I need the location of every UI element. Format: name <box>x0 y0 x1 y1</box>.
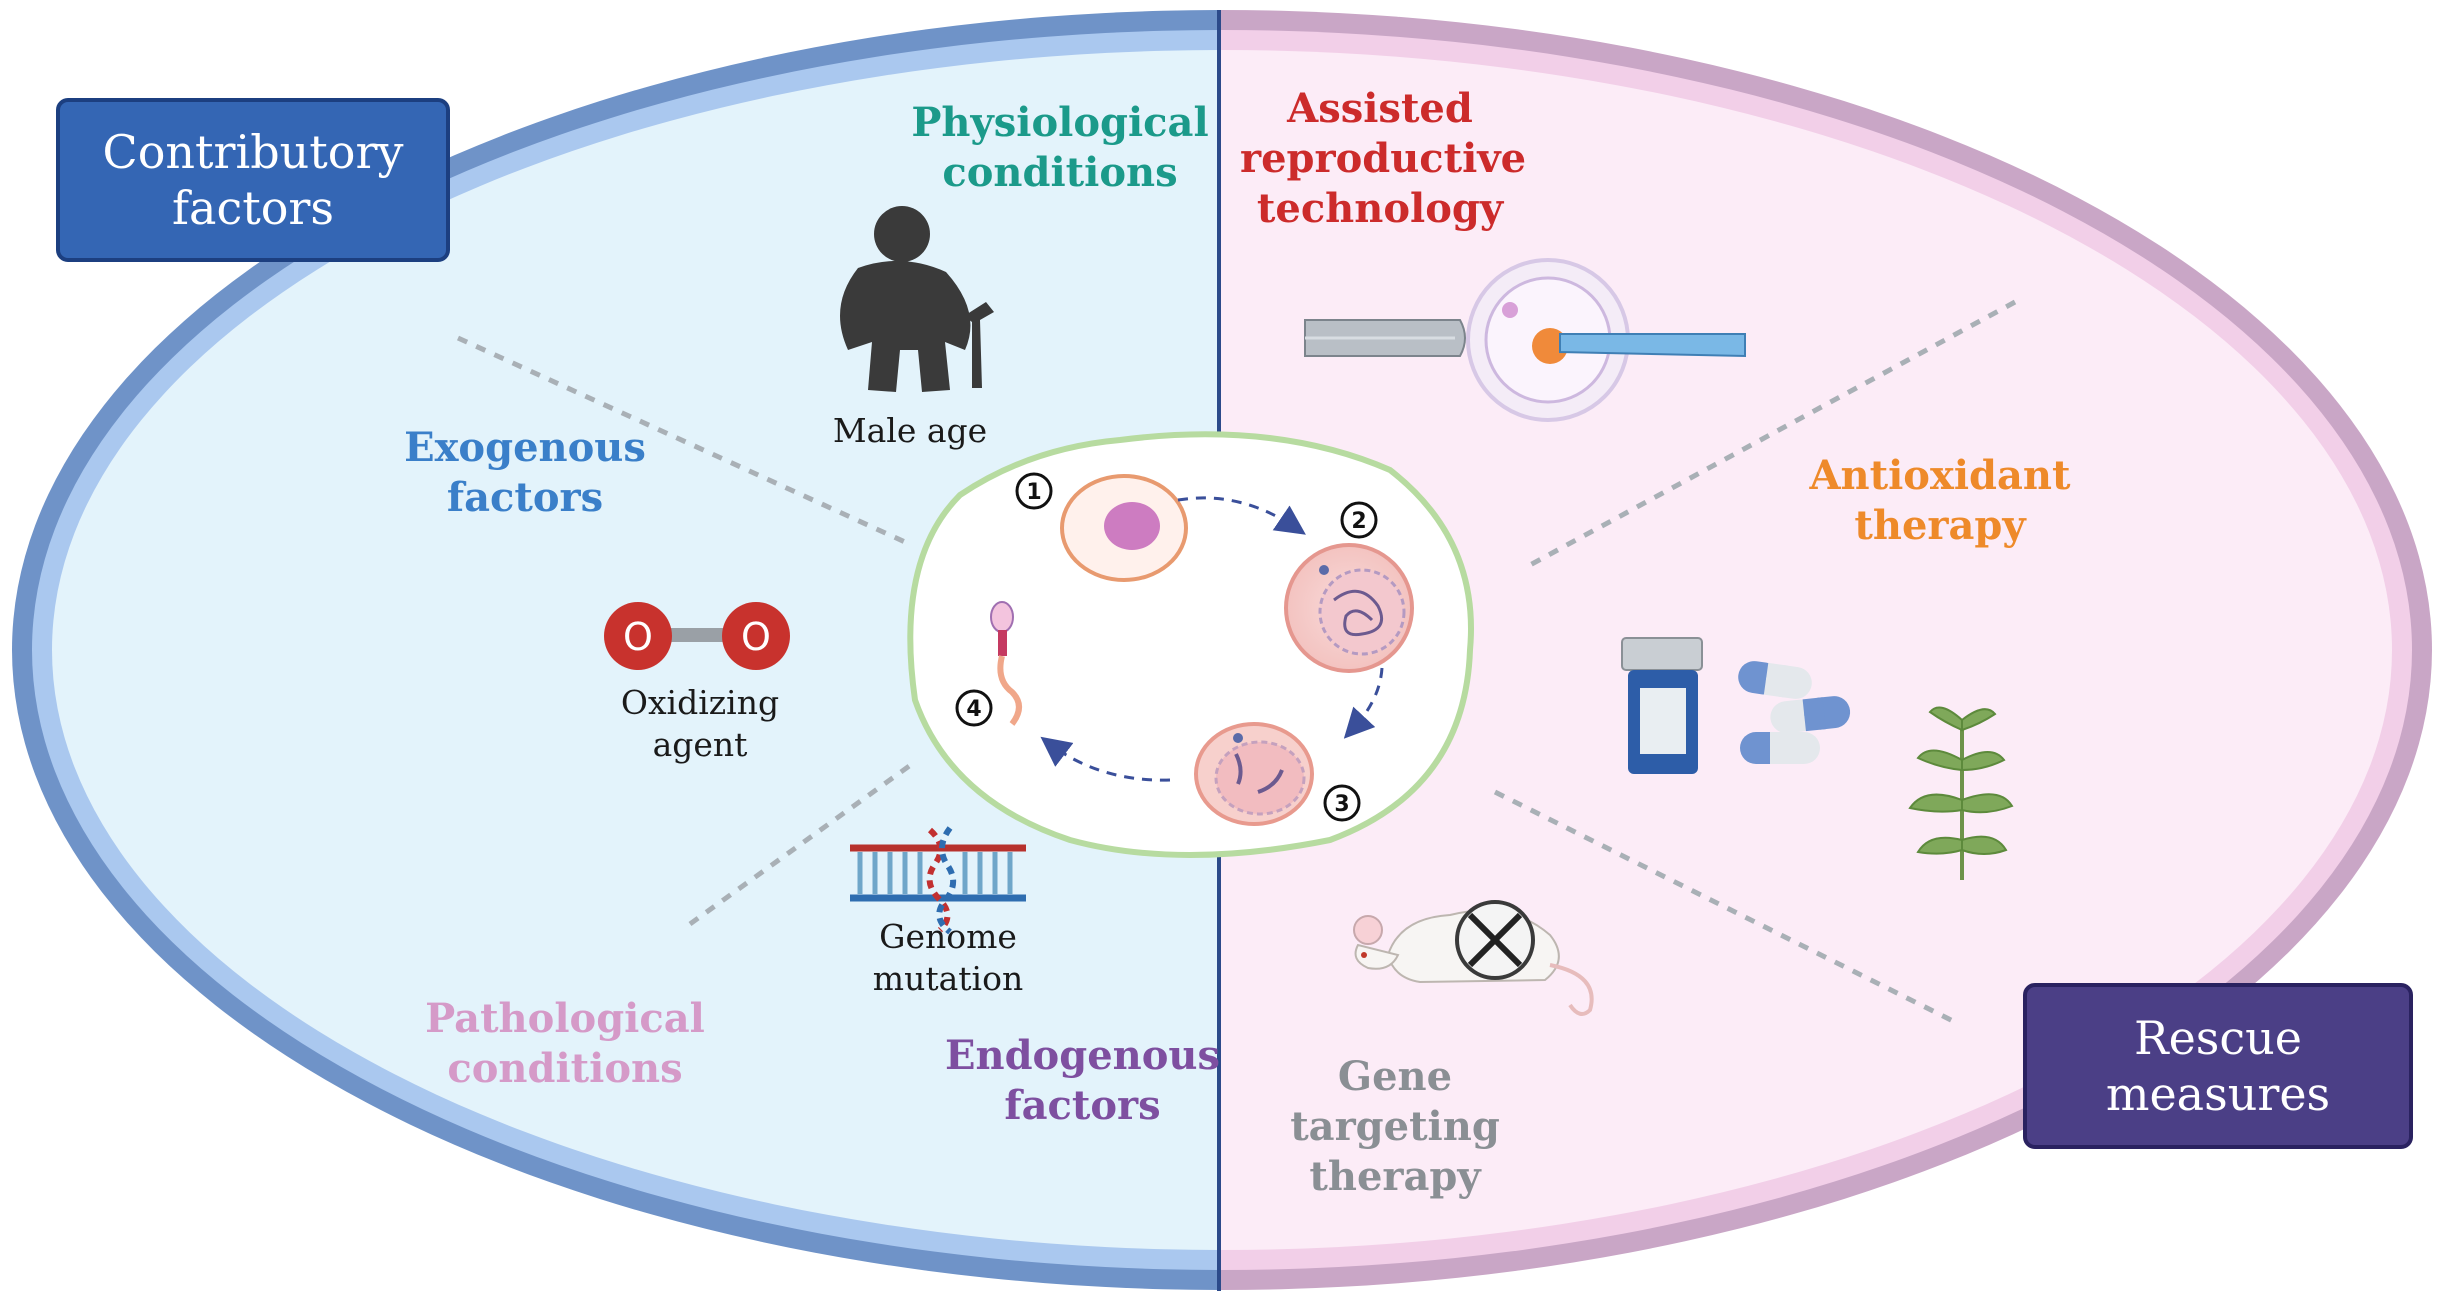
step-3-number: 3 <box>1334 792 1349 817</box>
assisted-reproductive-technology-label: Assisted reproductive technology <box>1240 84 1527 234</box>
pathological-conditions-label: Pathological conditions <box>400 994 730 1094</box>
art-line-2: reproductive <box>1240 135 1527 182</box>
physiological-line-1: Physiological <box>911 99 1209 146</box>
physiological-line-2: conditions <box>942 149 1178 196</box>
gene-line-2: targeting <box>1290 1103 1500 1150</box>
separator-lines <box>456 299 2017 1025</box>
genome-line-1: Genome <box>879 917 1017 956</box>
dna-mutation-icon <box>850 826 1026 935</box>
rescue-line-2: measures <box>2105 1067 2331 1121</box>
genome-mutation-label: Genome mutation <box>828 916 1068 1000</box>
gene-line-3: therapy <box>1309 1153 1481 1200</box>
oxygen-atom-left: O <box>623 615 653 659</box>
herb-plant-icon <box>1908 706 2014 880</box>
contributory-line-1: Contributory <box>102 125 404 179</box>
rescue-measures-box-bg <box>2023 983 2413 1149</box>
contributory-factors-box-bg <box>56 98 450 262</box>
male-age-text: Male age <box>832 411 988 450</box>
step-4-number: 4 <box>966 697 981 722</box>
step-2-number: 2 <box>1351 509 1366 534</box>
spermatogenesis-cycle: 1 2 3 4 <box>907 431 1474 858</box>
icsi-pipette-icon <box>1304 258 1746 422</box>
endogenous-line-1: Endogenous <box>945 1032 1220 1079</box>
art-line-1: Assisted <box>1287 85 1473 132</box>
art-line-3: technology <box>1256 185 1504 232</box>
exogenous-line-1: Exogenous <box>404 424 646 471</box>
medicine-bottle-icon <box>1621 637 1703 774</box>
oxidizing-line-1: Oxidizing <box>620 683 780 722</box>
rescue-line-1: Rescue <box>2133 1011 2303 1065</box>
oxygen-atom-right: O <box>741 615 771 659</box>
endogenous-factors-label: Endogenous factors <box>940 1031 1225 1131</box>
pathological-line-2: conditions <box>447 1045 683 1092</box>
gene-targeting-therapy-label: Gene targeting therapy <box>1290 1052 1500 1202</box>
mouse-knockout-icon <box>1353 900 1594 1016</box>
antioxidant-line-1: Antioxidant <box>1809 452 2071 499</box>
contributory-line-2: factors <box>172 181 334 235</box>
gene-line-1: Gene <box>1337 1053 1453 1100</box>
genome-line-2: mutation <box>872 959 1024 998</box>
physiological-conditions-label: Physiological conditions <box>890 98 1230 198</box>
exogenous-factors-label: Exogenous factors <box>400 423 650 523</box>
oxidizing-line-2: agent <box>652 725 748 764</box>
male-age-label: Male age <box>800 410 1020 452</box>
exogenous-line-2: factors <box>446 474 604 521</box>
oxygen-molecule-icon: O O <box>604 602 790 670</box>
elderly-man-icon <box>840 206 994 392</box>
rescue-measures-title: Rescue measures <box>2025 985 2411 1147</box>
step-1-number: 1 <box>1026 480 1041 505</box>
oxidizing-agent-label: Oxidizing agent <box>580 682 820 766</box>
contributory-factors-title: Contributory factors <box>58 100 448 260</box>
antioxidant-therapy-label: Antioxidant therapy <box>1800 451 2080 551</box>
endogenous-line-2: factors <box>1004 1082 1161 1129</box>
antioxidant-line-2: therapy <box>1854 502 2026 549</box>
pathological-line-1: Pathological <box>425 995 705 1042</box>
capsule-pills-icon <box>1738 661 1851 764</box>
